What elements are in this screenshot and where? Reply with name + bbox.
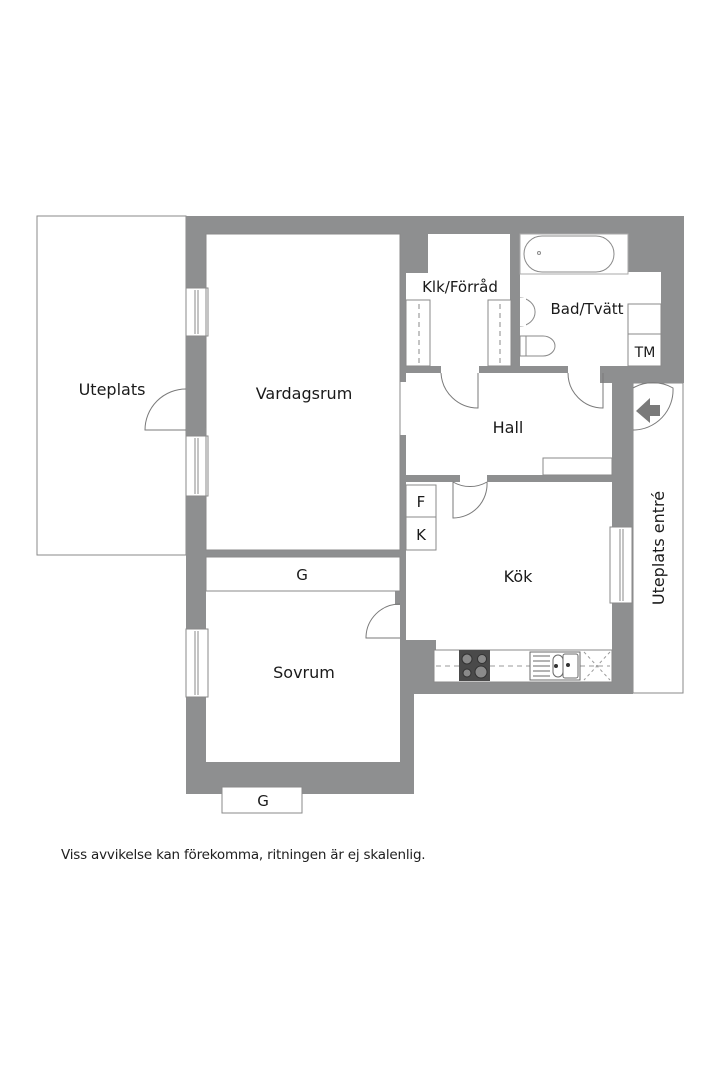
doors (365, 372, 674, 639)
washing-machine (627, 303, 662, 335)
door-klk (440, 372, 479, 409)
freezer (405, 516, 437, 551)
door-entre (632, 382, 674, 431)
fridge (405, 484, 437, 518)
window-sovrum (185, 628, 209, 698)
room-label-vardagsrum: Vardagsrum (256, 384, 353, 403)
fridge-label: F (417, 493, 426, 511)
uteplats-entre-area (632, 382, 684, 694)
room-label-kok: Kök (504, 567, 533, 586)
door-kok (452, 481, 488, 519)
room-label-sovrum: Sovrum (273, 663, 335, 682)
toilet-icon (525, 335, 556, 357)
room-label-hall: Hall (493, 418, 524, 437)
room-label-uteplats-entre: Uteplats entré (649, 491, 668, 605)
windows (185, 287, 633, 698)
wardrobe-outer (221, 786, 303, 814)
hall-shelf (542, 457, 613, 476)
freezer-label: K (416, 526, 427, 544)
room-label-klk-forrad: Klk/Förråd (422, 278, 498, 296)
uteplats-area (36, 215, 187, 556)
window-vardagsrum-2 (185, 435, 209, 497)
bathroom-fixtures (519, 233, 662, 367)
door-bad (567, 372, 604, 409)
wardrobe-outer-label: G (257, 792, 269, 810)
tumble-dryer (627, 333, 662, 367)
door-sovrum (365, 603, 401, 639)
wardrobe-inner-label: G (296, 566, 308, 584)
bathtub-icon (523, 235, 615, 273)
window-kok (609, 526, 633, 604)
window-vardagsrum-1 (185, 287, 209, 337)
kitchen-counter (433, 649, 613, 683)
patio-door (144, 388, 206, 434)
room-label-bad-tvatt: Bad/Tvätt (550, 300, 623, 318)
closet-shelves (405, 299, 512, 367)
room-label-uteplats: Uteplats (79, 380, 146, 399)
entry-arrow-icon (636, 398, 660, 423)
wardrobe-inner (205, 556, 401, 592)
disclaimer-text: Viss avvikelse kan förekomma, ritningen … (61, 847, 426, 863)
tm-label: TM (634, 345, 656, 361)
